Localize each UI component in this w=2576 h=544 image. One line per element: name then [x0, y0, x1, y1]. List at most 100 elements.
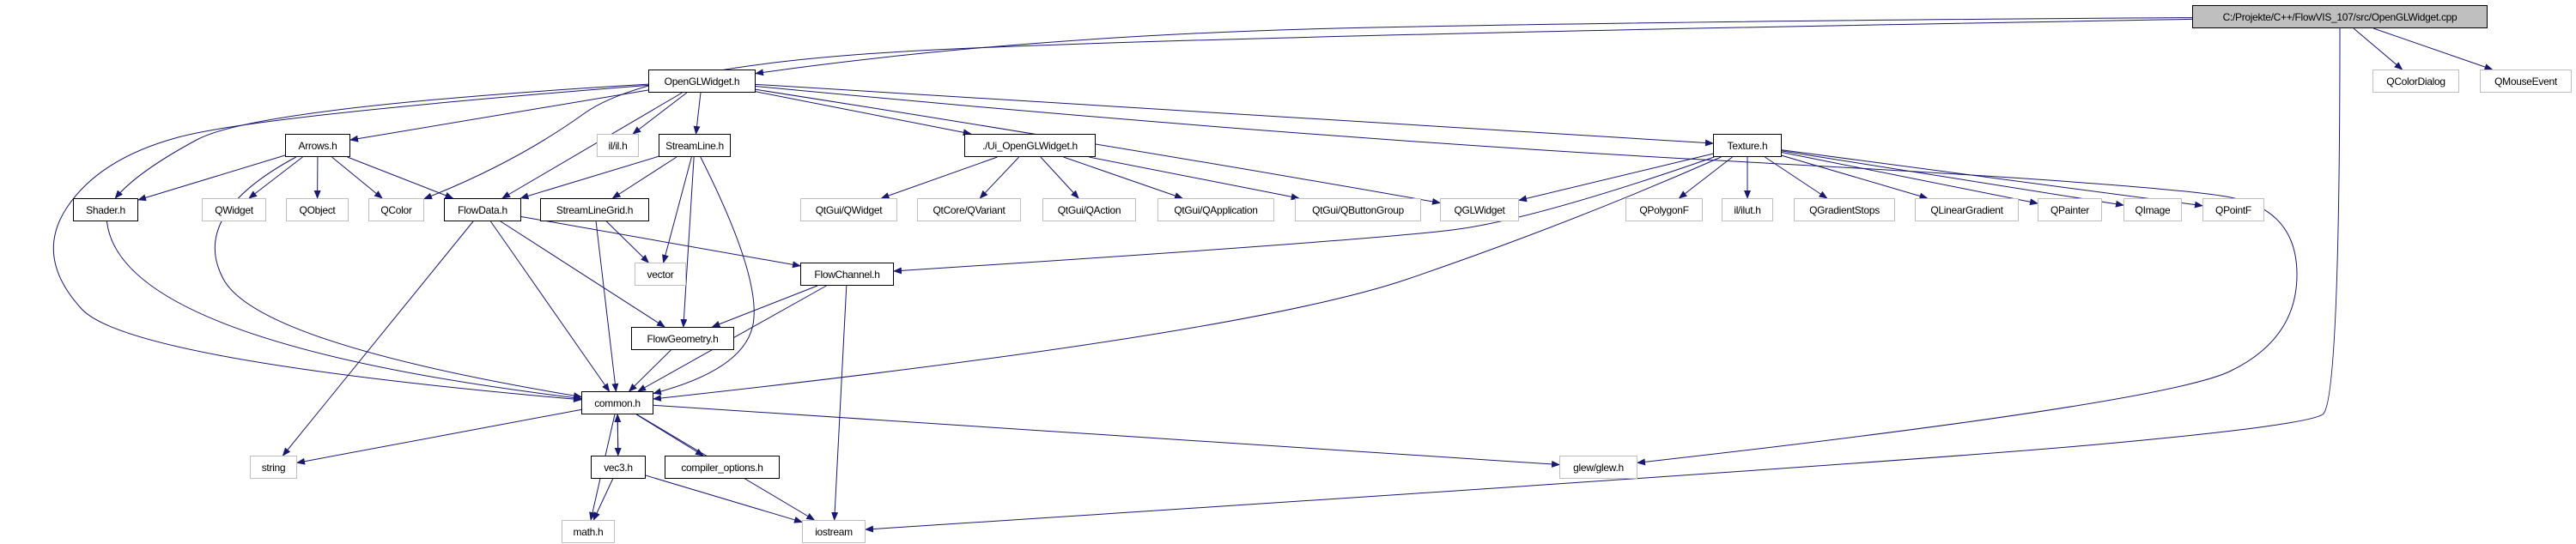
edge-ui-h-to-qtgui-qapplication	[1063, 156, 1183, 199]
edge-openglwidget-h-to-common-h	[52, 84, 649, 403]
edge-ui-h-to-qtcore-qvariant	[979, 156, 1020, 199]
graph-node-streamline-h[interactable]: StreamLine.h	[659, 134, 731, 157]
graph-node-iostream[interactable]: iostream	[802, 520, 866, 543]
edge-shader-h-to-common-h	[106, 221, 582, 402]
graph-node-label: QPointF	[2215, 203, 2251, 216]
graph-node-label: QMouseEvent	[2494, 75, 2557, 88]
edge-common-h-to-glew-h	[653, 404, 1560, 468]
graph-node-label: compiler_options.h	[681, 461, 763, 474]
graph-node-root[interactable]: C:/Projekte/C++/FlowVIS_107/src/OpenGLWi…	[2192, 5, 2488, 28]
graph-node-texture-h[interactable]: Texture.h	[1713, 134, 1782, 157]
edge-openglwidget-h-to-shader-h	[114, 83, 649, 199]
edge-arrows-h-to-qcolor	[331, 156, 383, 199]
edge-flowchannel-h-to-iostream	[831, 285, 848, 521]
graph-node-label: common.h	[594, 396, 641, 409]
graph-node-qtcore-qvariant[interactable]: QtCore/QVariant	[917, 198, 1021, 221]
graph-node-qtgui-qaction[interactable]: QtGui/QAction	[1042, 198, 1136, 221]
edge-arrows-h-to-common-h	[214, 156, 582, 400]
edge-flowdata-h-to-string	[282, 221, 474, 456]
edge-openglwidget-h-to-ui-h	[755, 91, 972, 136]
graph-node-label: Texture.h	[1727, 139, 1768, 152]
graph-node-ui-h[interactable]: ./Ui_OpenGLWidget.h	[964, 134, 1096, 157]
edge-texture-h-to-qpointf	[1781, 149, 2203, 209]
graph-node-label: Shader.h	[86, 203, 125, 216]
edge-texture-h-to-qlineargradient	[1781, 154, 1929, 200]
edge-openglwidget-h-to-flowdata-h	[501, 92, 683, 199]
edge-root-to-qcolordialog	[2353, 27, 2403, 70]
edge-flowdata-h-to-common-h	[490, 221, 611, 392]
graph-node-label: QColor	[380, 203, 412, 216]
graph-node-label: vec3.h	[604, 461, 633, 474]
graph-node-label: il/il.h	[608, 139, 628, 152]
edge-root-to-qmouseevent	[2372, 27, 2494, 70]
graph-node-ilut-h[interactable]: il/ilut.h	[1722, 198, 1773, 221]
edge-vec3-h-to-iostream	[645, 474, 803, 523]
graph-node-qpolygonf[interactable]: QPolygonF	[1625, 198, 1703, 221]
graph-node-qpointf[interactable]: QPointF	[2202, 198, 2264, 221]
graph-node-glew-h[interactable]: glew/glew.h	[1559, 456, 1637, 479]
graph-node-label: QPainter	[2050, 203, 2089, 216]
graph-node-openglwidget-h[interactable]: OpenGLWidget.h	[648, 70, 756, 93]
graph-node-label: QLinearGradient	[1930, 203, 2003, 216]
graph-node-qpainter[interactable]: QPainter	[2038, 198, 2102, 221]
graph-node-shader-h[interactable]: Shader.h	[73, 198, 138, 221]
graph-node-qimage[interactable]: QImage	[2123, 198, 2182, 221]
graph-node-qtgui-qwidget[interactable]: QtGui/QWidget	[800, 198, 897, 221]
graph-node-label: QImage	[2135, 203, 2171, 216]
graph-node-qlineargradient[interactable]: QLinearGradient	[1915, 198, 2019, 221]
graph-node-label: QWidget	[215, 203, 253, 216]
graph-node-label: QPolygonF	[1639, 203, 1689, 216]
graph-node-il-h[interactable]: il/il.h	[597, 134, 639, 157]
edge-vec3-h-to-math-h	[592, 478, 614, 521]
edge-streamline-h-to-flowgeometry-h	[680, 156, 695, 328]
edge-arrows-h-to-shader-h	[137, 154, 286, 202]
graph-node-qcolor[interactable]: QColor	[368, 198, 424, 221]
edge-openglwidget-h-to-arrows-h	[349, 89, 649, 142]
graph-node-qtgui-qbuttongroup[interactable]: QtGui/QButtonGroup	[1295, 198, 1421, 221]
graph-node-string[interactable]: string	[250, 456, 297, 479]
graph-node-flowchannel-h[interactable]: FlowChannel.h	[800, 263, 894, 286]
edge-common-h-to-compiler-options-h	[635, 414, 704, 456]
graph-node-qcolordialog[interactable]: QColorDialog	[2372, 70, 2459, 93]
graph-node-streamlinegrid-h[interactable]: StreamLineGrid.h	[540, 198, 649, 221]
graph-node-common-h[interactable]: common.h	[581, 391, 653, 414]
graph-node-label: QColorDialog	[2386, 75, 2445, 88]
edge-streamline-h-to-flowdata-h	[519, 155, 659, 200]
edge-streamline-h-to-vector	[662, 156, 692, 263]
graph-node-label: QtGui/QButtonGroup	[1312, 203, 1404, 216]
graph-node-compiler-options-h[interactable]: compiler_options.h	[665, 456, 780, 479]
edge-arrows-h-to-qwidget	[248, 156, 303, 199]
graph-node-label: QtCore/QVariant	[933, 203, 1005, 216]
graph-node-qmouseevent[interactable]: QMouseEvent	[2480, 70, 2572, 93]
graph-node-label: vector	[647, 268, 674, 281]
graph-node-qobject[interactable]: QObject	[286, 198, 349, 221]
edge-ui-h-to-qtgui-qaction	[1040, 156, 1079, 199]
graph-node-label: Arrows.h	[298, 139, 337, 152]
graph-node-arrows-h[interactable]: Arrows.h	[285, 134, 350, 157]
graph-node-label: QtGui/QWidget	[815, 203, 883, 216]
graph-node-qtgui-qapplication[interactable]: QtGui/QApplication	[1157, 198, 1274, 221]
graph-node-flowdata-h[interactable]: FlowData.h	[444, 198, 521, 221]
graph-node-label: C:/Projekte/C++/FlowVIS_107/src/OpenGLWi…	[2222, 10, 2458, 23]
edge-openglwidget-h-to-qglwidget	[755, 88, 1441, 205]
edge-streamline-h-to-common-h	[653, 156, 755, 396]
graph-node-label: QGLWidget	[1454, 203, 1505, 216]
graph-node-vector[interactable]: vector	[635, 263, 686, 286]
graph-node-math-h[interactable]: math.h	[562, 520, 615, 543]
graph-node-qwidget[interactable]: QWidget	[202, 198, 266, 221]
graph-node-label: QtGui/QAction	[1057, 203, 1121, 216]
graph-node-qglwidget[interactable]: QGLWidget	[1440, 198, 1519, 221]
graph-node-label: QObject	[299, 203, 336, 216]
edge-flowgeometry-h-to-common-h	[628, 349, 671, 392]
graph-node-label: QtGui/QApplication	[1174, 203, 1258, 216]
graph-node-vec3-h[interactable]: vec3.h	[591, 456, 646, 479]
edge-texture-h-to-common-h	[653, 156, 1722, 402]
graph-node-qgradientstops[interactable]: QGradientStops	[1794, 198, 1895, 221]
graph-node-label: OpenGLWidget.h	[664, 75, 740, 88]
edge-texture-h-to-flowchannel-h	[893, 156, 1715, 275]
graph-node-flowgeometry-h[interactable]: FlowGeometry.h	[631, 327, 734, 350]
edge-texture-h-to-qpolygonf	[1678, 156, 1733, 199]
edge-openglwidget-h-to-streamline-h	[693, 92, 702, 135]
edge-ui-h-to-qtgui-qwidget	[880, 156, 998, 199]
